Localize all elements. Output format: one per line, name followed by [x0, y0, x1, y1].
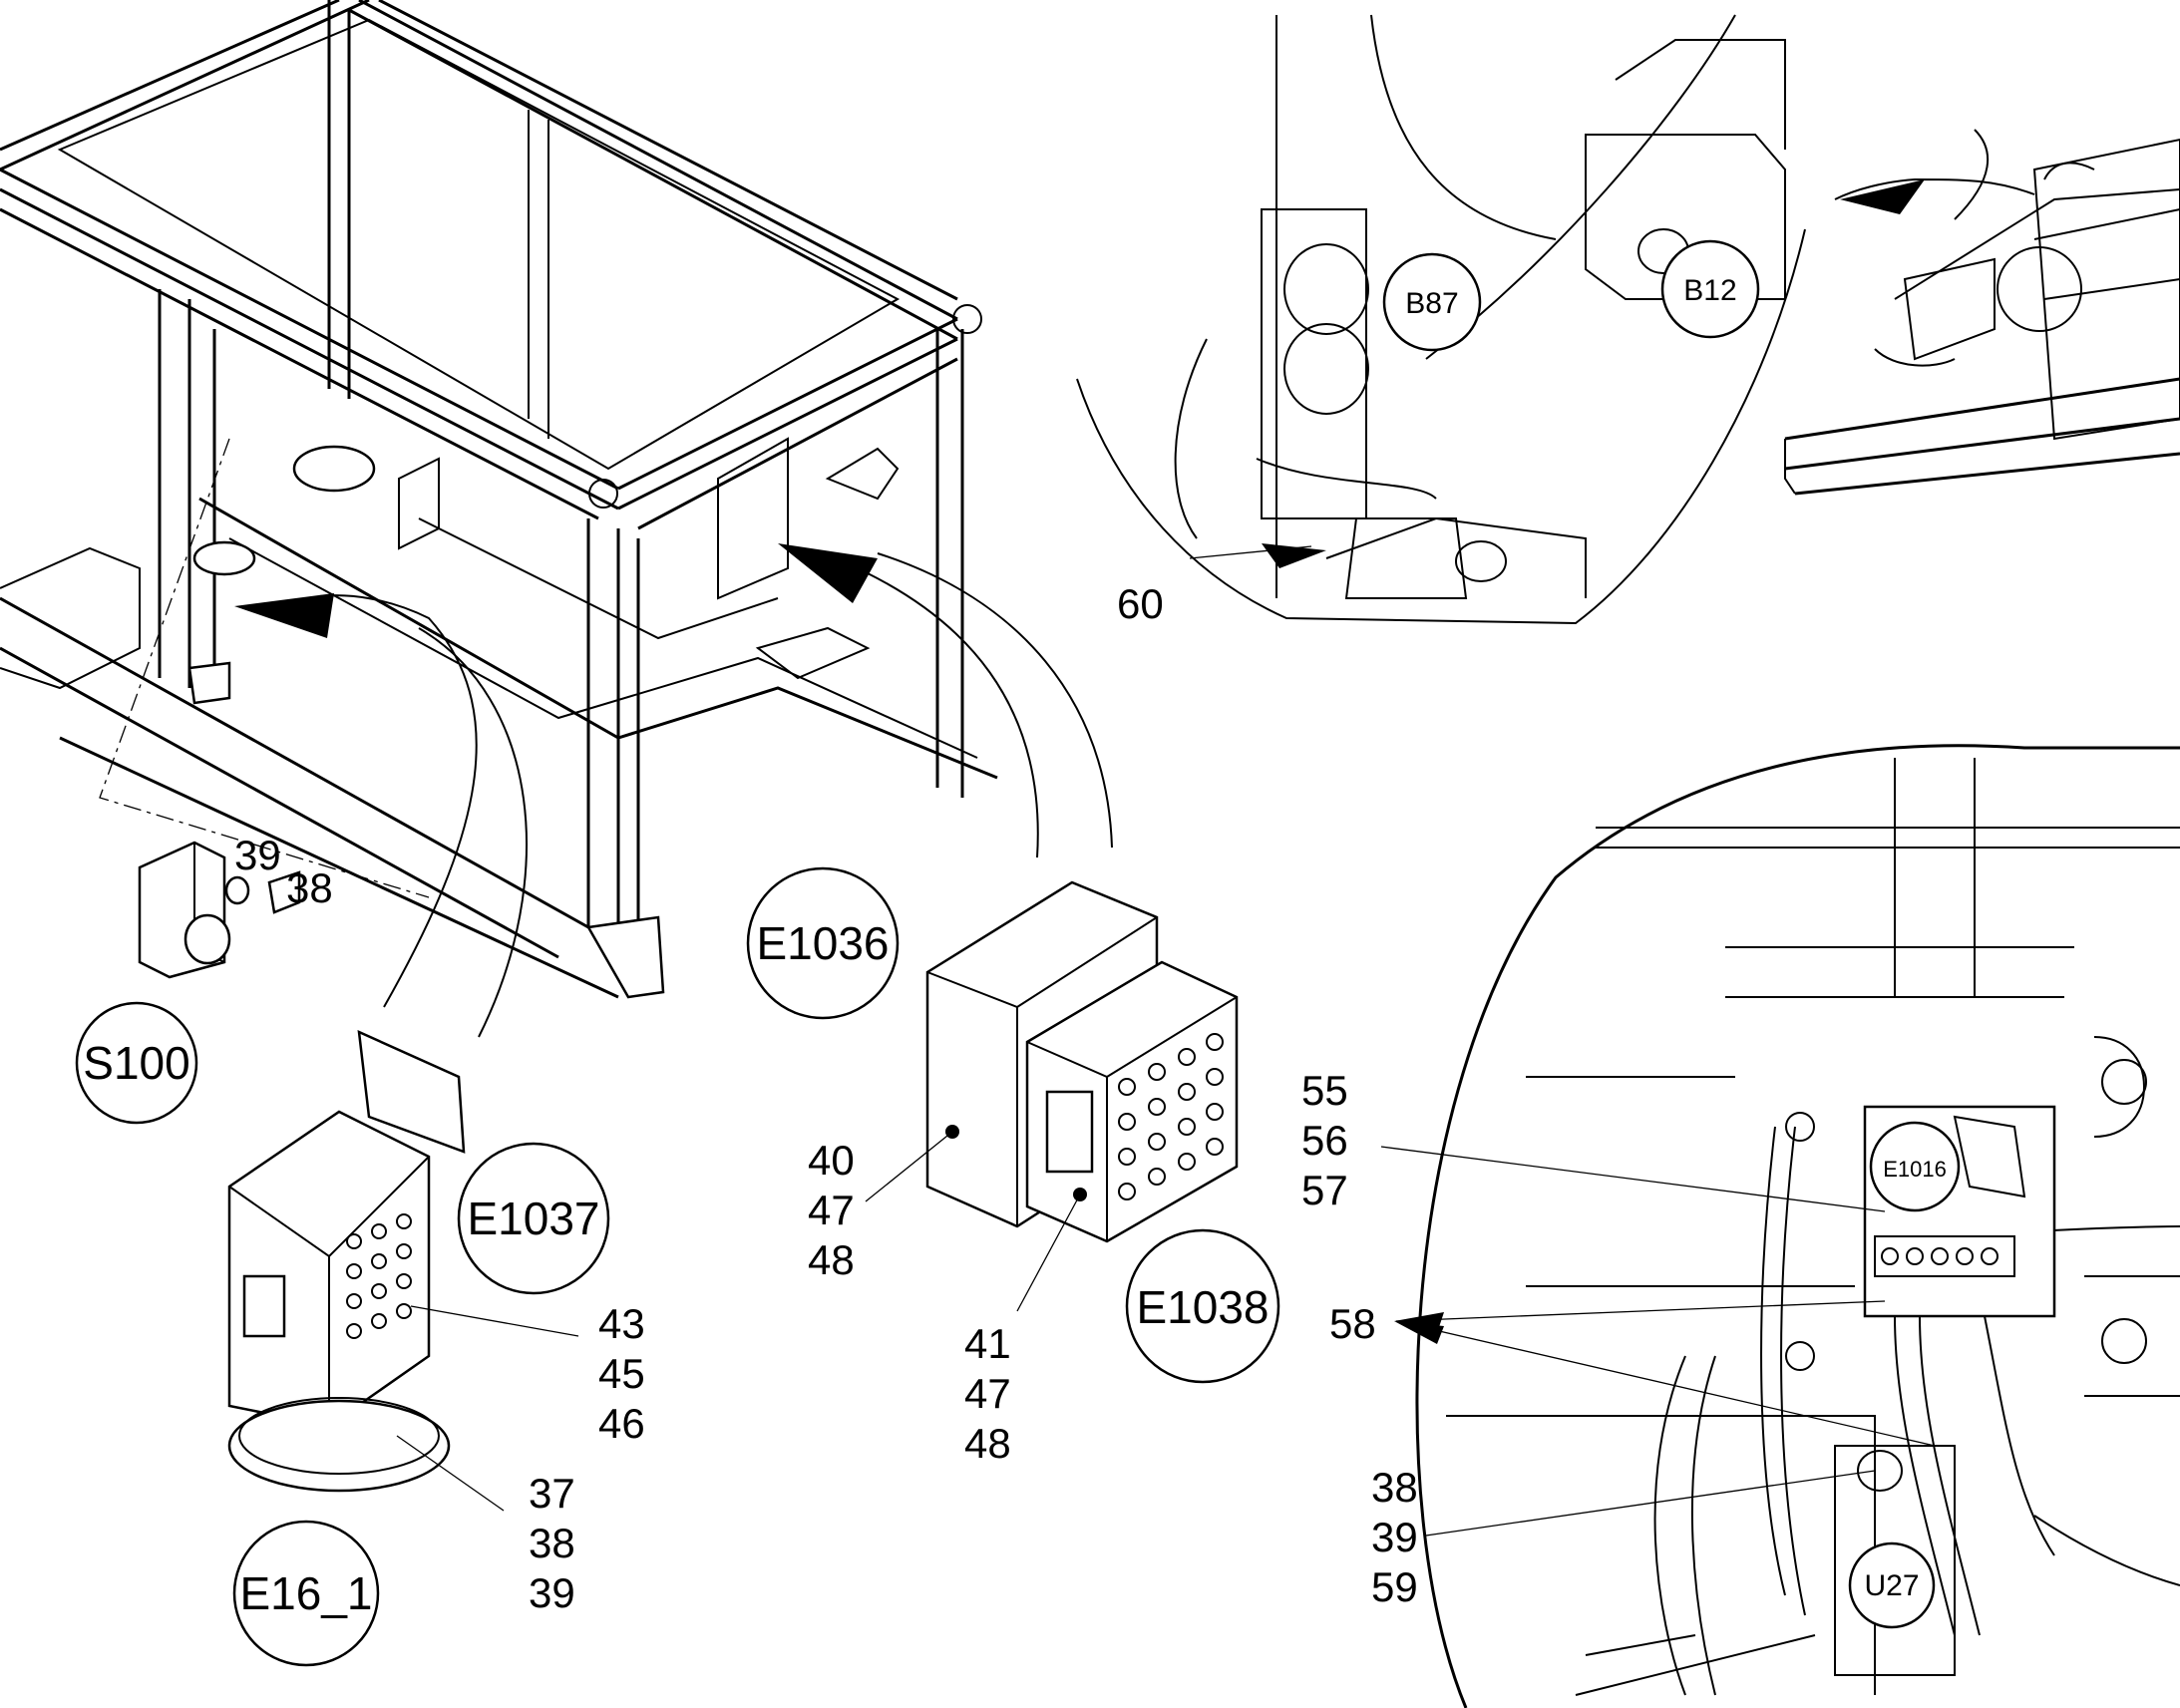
part-number: 38: [286, 864, 333, 911]
part-number: 39: [529, 1569, 575, 1616]
e1037-bubble: [457, 1142, 610, 1295]
part-number: 48: [964, 1420, 1011, 1467]
e1038-connector-grid: [1118, 1033, 1224, 1200]
part-number: 37: [529, 1470, 575, 1517]
e1037-label: E1037: [467, 1193, 599, 1244]
callout-harness: 58: [1329, 1300, 1376, 1347]
part-number: 59: [1371, 1563, 1418, 1610]
callout-e1016: 55 56 57: [1301, 1067, 1348, 1213]
e1038-label: E1038: [1136, 1281, 1269, 1333]
part-number: 55: [1301, 1067, 1348, 1114]
e1016-label: E1016: [1883, 1157, 1947, 1182]
u27-label: U27: [1864, 1569, 1919, 1602]
callout-e16-1: 37 38 39: [529, 1470, 575, 1616]
b12-bubble: [1660, 239, 1760, 339]
part-number: 38: [1371, 1464, 1418, 1511]
part-number: 47: [808, 1187, 855, 1233]
part-number: 43: [598, 1300, 645, 1347]
arrow-60: [1262, 543, 1326, 568]
s100-label: S100: [83, 1037, 189, 1089]
s100-bubble: [75, 1001, 198, 1125]
part-number: 48: [808, 1236, 855, 1283]
part-number: 45: [598, 1350, 645, 1397]
callout-e1037: 43 45 46: [598, 1300, 645, 1447]
part-number: 47: [964, 1370, 1011, 1417]
part-number: 57: [1301, 1167, 1348, 1213]
e1036-enclosure-drawing: [925, 880, 1239, 1243]
arrow-58-b: [1394, 1321, 1444, 1344]
part-number: 58: [1329, 1300, 1376, 1347]
part-number: 39: [1371, 1514, 1418, 1560]
part-number: 41: [964, 1320, 1011, 1367]
e1038-bubble: [1125, 1228, 1280, 1384]
part-number: 46: [598, 1400, 645, 1447]
b87-bubble: [1382, 252, 1482, 352]
bottom-right-detail-view: [1415, 744, 2180, 1708]
e1037-enclosure-drawing: [227, 1029, 466, 1493]
u27-bubble: [1848, 1541, 1936, 1629]
callout-detail-top: 60: [1117, 580, 1164, 627]
callout-e1036: 40 47 48: [808, 1137, 855, 1283]
part-number: 39: [234, 832, 281, 878]
callout-s100: 39 38: [234, 832, 333, 911]
machine-overview-drawing: [1784, 129, 2180, 496]
machine-frame-drawing: [0, 0, 998, 999]
e16-1-label: E16_1: [239, 1567, 372, 1619]
curved-arrows: [234, 543, 1113, 1038]
part-number: 40: [808, 1137, 855, 1184]
e16-1-bubble: [232, 1520, 380, 1667]
part-number: 38: [529, 1520, 575, 1566]
e1037-connector-grid: [346, 1213, 412, 1339]
e1036-label: E1036: [756, 917, 889, 969]
e1036-bubble: [746, 866, 900, 1020]
s100-switch-drawing: [138, 841, 301, 979]
e1016-bubble: [1869, 1121, 1961, 1212]
callout-u27: 38 39 59: [1371, 1464, 1418, 1610]
callout-e1038: 41 47 48: [964, 1320, 1011, 1467]
part-number: 60: [1117, 580, 1164, 627]
part-number: 56: [1301, 1117, 1348, 1164]
b12-label: B12: [1683, 274, 1736, 307]
b87-label: B87: [1405, 287, 1458, 320]
